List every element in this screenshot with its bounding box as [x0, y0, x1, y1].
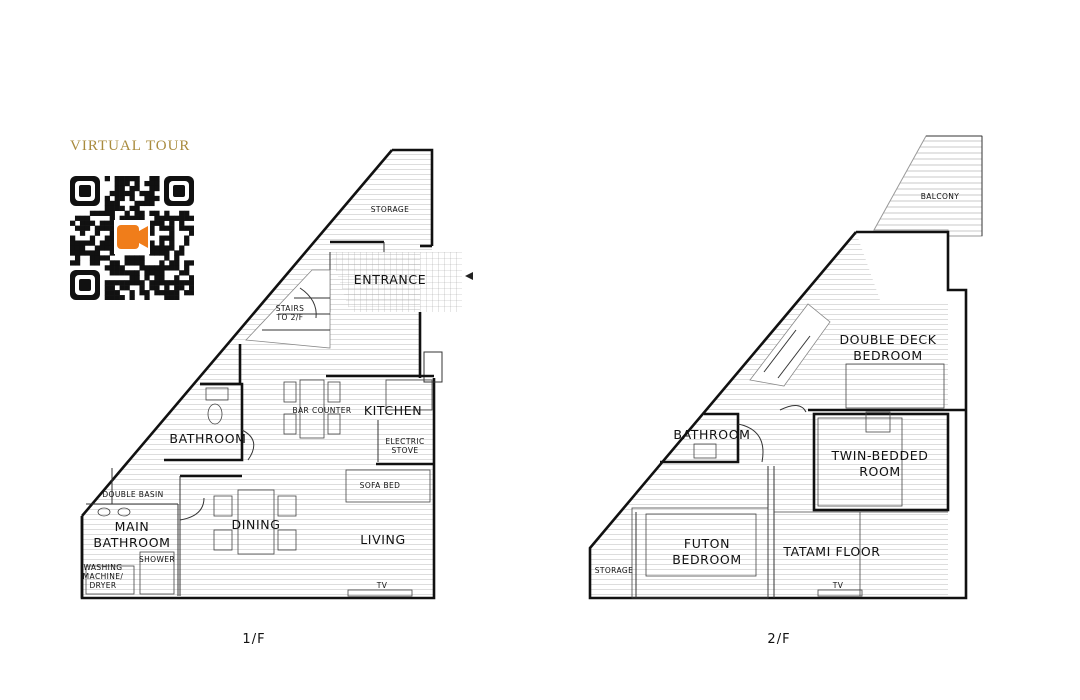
floor-1-plan [80, 148, 473, 600]
label-balcony: BALCONY [921, 192, 960, 201]
label-tv-1f: TV [376, 581, 388, 590]
virtual-tour-label: VIRTUAL TOUR [70, 138, 191, 154]
floor-2-plan [588, 135, 983, 600]
label-storage-1f: STORAGE [371, 205, 410, 214]
label-tv-2f: TV [832, 581, 844, 590]
label-electric-line1: ELECTRIC [385, 437, 424, 446]
label-washing-line2: MACHINE/ [83, 572, 124, 581]
label-twin-line1: TWIN-BEDDED [831, 448, 929, 463]
label-sofa-bed: SOFA BED [360, 481, 401, 490]
entrance-floor-tile [330, 252, 462, 312]
label-shower: SHOWER [139, 555, 175, 564]
label-entrance: ENTRANCE [354, 272, 426, 287]
label-futon-line1: FUTON [684, 536, 730, 551]
label-main-bath-line1: MAIN [115, 519, 150, 534]
floor-1-labels: STORAGE ENTRANCE STAIRS TO 2/F BAR COUNT… [83, 205, 426, 647]
stairs-2f [749, 303, 831, 413]
entry-arrow-icon [465, 272, 473, 280]
qr-finder-patterns [70, 176, 194, 300]
label-living: LIVING [360, 532, 406, 547]
label-bathroom-1f: BATHROOM [169, 431, 246, 446]
stairs-1f [245, 269, 331, 349]
video-camera-icon [114, 220, 150, 254]
label-bathroom-2f: BATHROOM [673, 427, 750, 442]
label-twin-line2: ROOM [859, 464, 901, 479]
label-double-basin: DOUBLE BASIN [102, 490, 163, 499]
floor-1-caption: 1/F [242, 632, 265, 647]
label-stairs-line1: STAIRS [276, 304, 304, 313]
floor-2-caption: 2/F [767, 632, 790, 647]
label-electric-line2: STOVE [392, 446, 419, 455]
label-dining: DINING [232, 517, 281, 532]
label-kitchen: KITCHEN [364, 403, 422, 418]
virtual-tour-qr-code[interactable] [70, 176, 194, 300]
label-main-bath-line2: BATHROOM [93, 535, 170, 550]
label-double-deck-line2: BEDROOM [853, 348, 922, 363]
label-storage-2f: STORAGE [595, 566, 634, 575]
label-tatami: TATAMI FLOOR [782, 544, 880, 559]
label-double-deck-line1: DOUBLE DECK [839, 332, 936, 347]
label-futon-line2: BEDROOM [672, 552, 741, 567]
label-bar-counter: BAR COUNTER [292, 406, 351, 415]
label-washing-line3: DRYER [89, 581, 116, 590]
balcony-area [873, 135, 983, 237]
label-washing-line1: WASHING [84, 563, 123, 572]
label-stairs-line2: TO 2/F [276, 313, 304, 322]
floor-2-labels: BALCONY DOUBLE DECK BEDROOM BATHROOM TWI… [595, 192, 960, 647]
